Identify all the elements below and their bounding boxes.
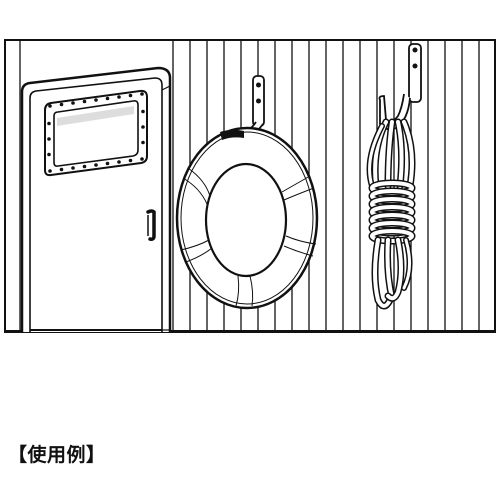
window-rivet [94,163,98,167]
door-porthole-window [44,89,148,177]
rope-coil [370,229,414,243]
window-rivet [105,96,110,101]
door-handle [146,209,156,241]
window-rivet [48,169,52,173]
life-ring [175,126,319,310]
window-rivet [117,160,121,164]
window-rivet [48,104,52,108]
window-rivet [141,109,145,114]
window-rivet [128,158,133,163]
window-rivet [82,164,87,169]
window-rivet [140,92,144,96]
window-rivet [47,121,51,126]
window-rivet [47,137,51,141]
window-rivet [82,99,87,104]
window-rivet [128,93,133,98]
window-rivet [141,140,145,145]
window-rivet [59,167,64,172]
usage-example-caption: 【使用例】 [8,444,106,466]
window-rivet [117,95,121,99]
window-rivet [71,101,75,105]
window-rivet [71,166,75,170]
window-rivet [105,161,110,166]
window-rivet [59,102,64,107]
coiled-rope [366,118,416,310]
window-rivet [140,157,144,161]
window-rivet [94,98,98,102]
window-rivet [47,152,51,157]
window-rivet [141,125,145,129]
